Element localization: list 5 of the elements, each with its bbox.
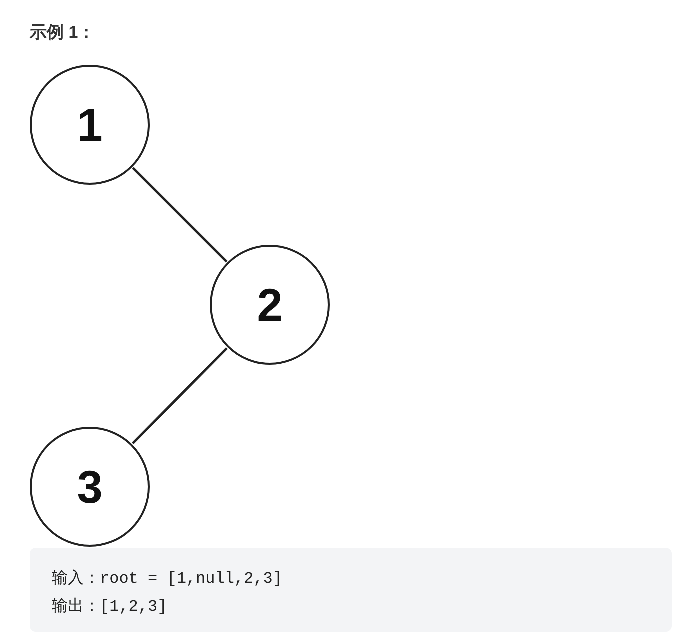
code-line: 输入：root = [1,null,2,3] xyxy=(52,568,284,590)
code-line: 输出：[1,2,3] xyxy=(52,596,168,618)
example-heading: 示例 1： xyxy=(30,22,96,44)
tree-edge xyxy=(132,167,228,263)
tree-edge xyxy=(132,348,228,444)
